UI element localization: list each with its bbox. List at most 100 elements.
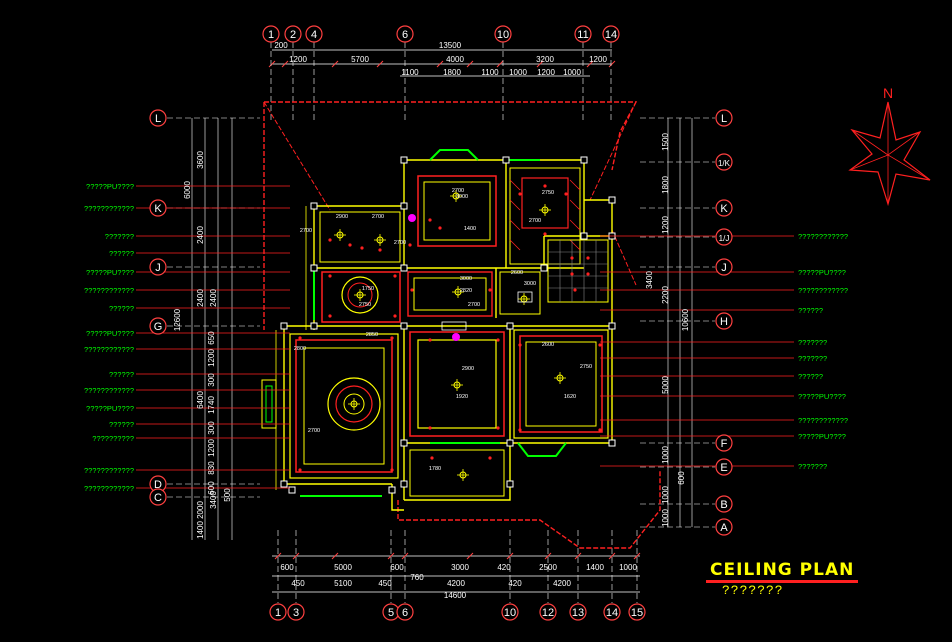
window-left	[265, 385, 273, 423]
feature-light	[452, 333, 460, 341]
ceiling-kitchen-inner	[423, 181, 491, 241]
room-value: 2820	[460, 288, 472, 294]
structural-column	[400, 322, 408, 330]
dim-text-left: 1400	[196, 521, 205, 539]
dim-text-left: 6400	[196, 391, 205, 409]
grid-bubble-left-label: G	[154, 321, 163, 333]
downlight	[393, 274, 397, 278]
structural-column	[400, 264, 408, 272]
room-value: 2600	[511, 270, 523, 276]
grid-bubble-right-circle	[715, 312, 733, 330]
label-right: ??????	[798, 372, 823, 381]
grid-bubble-bottom-label: 1	[275, 607, 281, 619]
room-value: 1780	[429, 466, 441, 472]
structural-column	[506, 322, 514, 330]
grid-bubble-top-circle	[284, 25, 302, 43]
annotation-labels: ?????PU?????????????????????????????????…	[84, 182, 848, 493]
label-left: ????????????	[84, 204, 134, 213]
downlight	[598, 343, 602, 347]
structural-column	[580, 156, 588, 164]
downlight	[408, 243, 412, 247]
dim-text-left: 830	[207, 461, 216, 475]
structural-column	[388, 486, 396, 494]
bay-window-top	[429, 149, 479, 161]
ceiling-lower-room	[409, 449, 505, 497]
dim-tick	[574, 552, 582, 560]
ceiling-entry	[499, 271, 541, 315]
dim-text-right: 1800	[661, 176, 670, 194]
dim-text-left: 600	[207, 481, 216, 495]
grid-bubble-right-circle	[715, 109, 733, 127]
downlight	[586, 272, 590, 276]
downlight	[428, 338, 432, 342]
grid-bubble-top-label: 11	[577, 29, 588, 41]
label-left: ????????????	[84, 484, 134, 493]
room-value: 2900	[462, 366, 474, 372]
room-value: 2700	[468, 302, 480, 308]
cabinet-hatch	[509, 219, 521, 231]
grid-bubble-right-label: 1/K	[718, 159, 731, 168]
dim-text-left: 2400	[209, 289, 218, 307]
grid-bubble-right-circle	[715, 258, 733, 276]
dim-text-right: 600	[677, 471, 686, 485]
dim-text-left: 2400	[196, 289, 205, 307]
ceiling-bedroom-outer	[409, 331, 505, 437]
room-value: 2800	[294, 346, 306, 352]
room-value: 1920	[456, 394, 468, 400]
dim-text-left: 2400	[196, 226, 205, 244]
grid-bubble-bottom-circle	[628, 603, 646, 621]
air-vent	[517, 291, 533, 303]
dim-text-bottom: 760	[410, 573, 424, 582]
room-value: 2600	[542, 342, 554, 348]
downlight	[573, 288, 577, 292]
grid-bubble-left-label: L	[155, 113, 161, 125]
dim-text-left: 12600	[173, 308, 182, 331]
downlight	[328, 238, 332, 242]
grid-bubble-right-circle	[715, 199, 733, 217]
label-left: ??????????	[92, 434, 134, 443]
dim-text-top: 1100	[481, 68, 499, 77]
dim-text-left: 2000	[196, 501, 205, 519]
dim-tick	[608, 60, 616, 68]
cabinet-pantry	[509, 167, 581, 265]
grid-bubble-right-label: J	[721, 262, 727, 274]
feature-light	[408, 214, 416, 222]
grid-bubble-right-label: 1/J	[719, 234, 730, 243]
ceiling-master-outer	[513, 329, 609, 439]
label-left: ???????	[105, 232, 134, 241]
dim-text-right: 1200	[661, 216, 670, 234]
grid-bubble-right-label: H	[720, 316, 728, 328]
ceiling-living-red	[295, 339, 393, 473]
ceiling-kitchen-outer	[417, 175, 497, 247]
dim-tick	[274, 552, 282, 560]
dim-tick	[466, 60, 474, 68]
dim-text-bottom: 450	[291, 579, 305, 588]
room-value: 1400	[464, 226, 476, 232]
grid-bubble-left-circle	[149, 258, 167, 276]
downlight	[428, 218, 432, 222]
grid-bubble-left-label: J	[155, 262, 161, 274]
grid-bubble-bottom-label: 13	[572, 607, 584, 619]
room-ceilings	[289, 167, 609, 497]
cabinet-hatch	[569, 219, 581, 231]
label-left: ????????????	[84, 386, 134, 395]
grid-bubble-right-circle	[715, 495, 733, 513]
grid-bubble-left-circle	[149, 199, 167, 217]
grid-bubble-right-label: A	[720, 522, 728, 534]
dim-text-bottom: 1000	[619, 563, 637, 572]
grid-bubble-right-label: E	[720, 462, 727, 474]
structural-column	[400, 439, 408, 447]
title-block: CEILING PLAN ???????	[706, 560, 866, 606]
dim-text-right: 3400	[645, 271, 654, 289]
label-left: ?????PU????	[86, 329, 134, 338]
north-arrow: N	[848, 85, 931, 207]
dim-text-top: 4000	[446, 55, 464, 64]
structural-column	[400, 480, 408, 488]
room-value: 2750	[580, 364, 592, 370]
ceiling-living-dome	[327, 377, 381, 431]
room-value: 2700	[308, 428, 320, 434]
structural-column	[502, 156, 510, 164]
label-left: ?????PU????	[86, 404, 134, 413]
downlight	[496, 426, 500, 430]
